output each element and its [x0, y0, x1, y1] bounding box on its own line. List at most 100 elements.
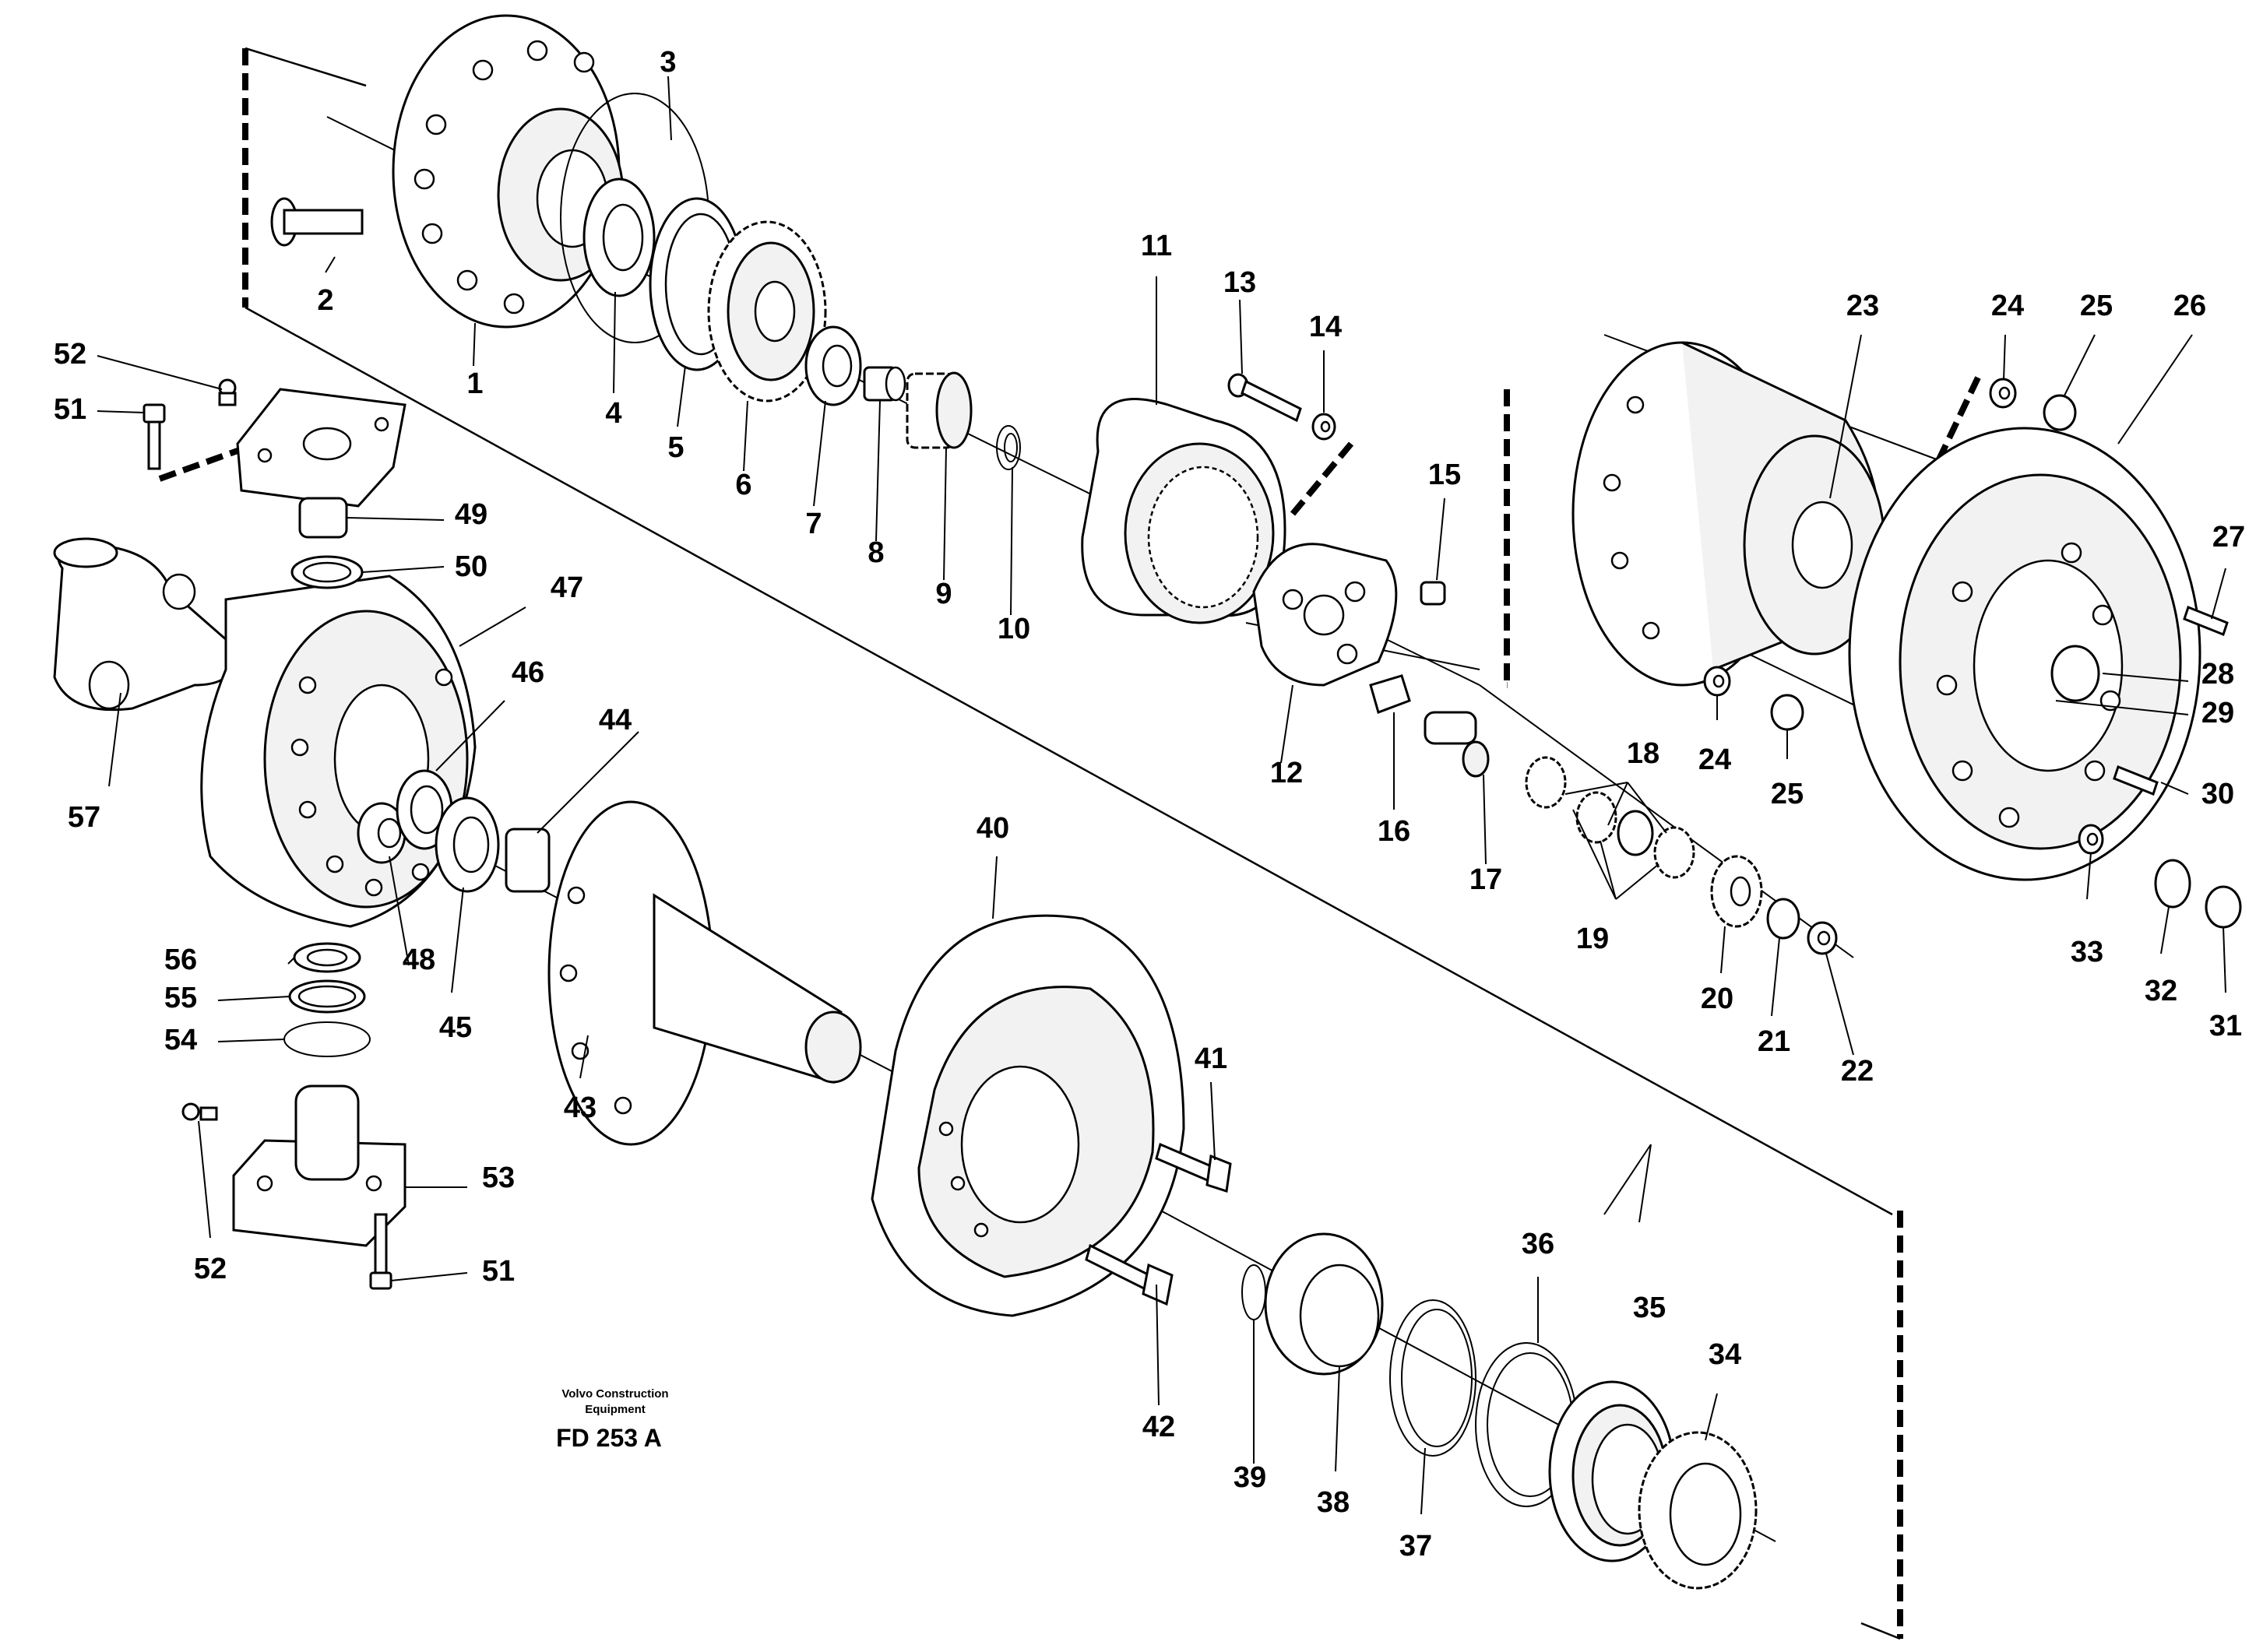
callout-56: 56 — [164, 944, 197, 976]
callout-17: 17 — [1469, 863, 1502, 896]
credit-line-2: Equipment — [585, 1403, 646, 1416]
callout-33: 33 — [2071, 936, 2103, 968]
callout-22: 22 — [1841, 1055, 1874, 1088]
part-34-bearing — [1638, 1431, 1758, 1590]
callout-39: 39 — [1234, 1461, 1266, 1494]
callout-23: 23 — [1846, 290, 1879, 322]
callout-labels: 1 2 3 4 5 6 7 8 9 10 11 12 13 14 15 16 1… — [54, 46, 2245, 1562]
callout-10: 10 — [998, 613, 1030, 645]
callout-45: 45 — [439, 1011, 472, 1044]
part-12-carrier — [1252, 543, 1398, 687]
callout-4: 4 — [605, 397, 621, 430]
callout-42: 42 — [1142, 1411, 1175, 1443]
callout-52b: 52 — [194, 1253, 227, 1285]
part-45-ring — [435, 796, 500, 893]
part-26-cover — [1848, 427, 2201, 881]
callout-6: 6 — [735, 469, 751, 501]
part-47-knuckle — [200, 575, 477, 928]
part-40-brake-plate — [871, 914, 1185, 1317]
part-15-pin — [1420, 581, 1446, 606]
part-43-spindle-hub — [547, 800, 862, 1146]
callout-24a: 24 — [1991, 290, 2024, 322]
part-50-seal — [290, 555, 364, 589]
callout-43: 43 — [564, 1091, 597, 1124]
part-11-ring-drum — [1081, 398, 1286, 624]
callout-38: 38 — [1317, 1486, 1350, 1519]
part-1-hub — [392, 14, 625, 329]
part-53-lower-bracket — [232, 1084, 406, 1247]
callout-48: 48 — [403, 944, 435, 976]
part-13-bolt — [1227, 373, 1302, 423]
part-51-bolt-lower — [369, 1213, 392, 1290]
part-20-gear — [1710, 855, 1763, 928]
callout-35: 35 — [1633, 1292, 1666, 1324]
callout-49: 49 — [455, 498, 487, 531]
callout-30: 30 — [2201, 778, 2234, 810]
callout-21: 21 — [1758, 1025, 1790, 1058]
drawing-code: FD 253 A — [556, 1424, 662, 1452]
callout-2: 2 — [317, 284, 333, 317]
callout-9: 9 — [935, 578, 952, 610]
part-23-housing — [1571, 341, 1886, 687]
callout-20: 20 — [1701, 982, 1733, 1015]
callout-36: 36 — [1522, 1228, 1554, 1260]
part-24-washer-lower — [1703, 666, 1731, 697]
part-38-ring — [1264, 1232, 1384, 1376]
callout-8: 8 — [868, 536, 884, 569]
callout-7: 7 — [805, 508, 822, 540]
part-30-screw — [2113, 765, 2159, 796]
callout-25b: 25 — [1771, 778, 1804, 810]
callout-16: 16 — [1378, 815, 1410, 848]
part-49-kingpin — [298, 497, 348, 539]
part-14-washer — [1311, 413, 1336, 441]
callout-18: 18 — [1627, 737, 1659, 770]
part-24-washer-upper — [1989, 378, 2017, 409]
part-27-screw — [2183, 606, 2229, 636]
part-42-bolt — [1085, 1243, 1174, 1306]
callout-13: 13 — [1223, 266, 1256, 299]
callout-1: 1 — [466, 367, 483, 400]
part-22-nut — [1807, 921, 1838, 955]
part-25-plug-upper — [2043, 394, 2077, 431]
callout-51a: 51 — [54, 393, 86, 426]
part-18-19-gears — [1525, 756, 1695, 879]
callout-3: 3 — [660, 46, 676, 79]
callout-32: 32 — [2145, 975, 2177, 1007]
part-21-plate — [1766, 898, 1800, 940]
part-28-plug — [2050, 645, 2100, 702]
credit-line-1: Volvo Construction — [561, 1387, 668, 1401]
part-6-gear — [707, 220, 827, 402]
part-52-grease-nipple-upper — [218, 378, 237, 406]
part-52-grease-nipple-lower — [181, 1102, 218, 1121]
callout-50: 50 — [455, 550, 487, 583]
part-10-circlip — [996, 425, 1021, 470]
callout-40: 40 — [977, 812, 1009, 845]
part-4-bearing — [582, 178, 656, 297]
part-39-o-ring — [1241, 1264, 1266, 1320]
part-37-snap-ring — [1389, 1299, 1476, 1457]
callout-5: 5 — [667, 431, 684, 464]
callout-19: 19 — [1576, 923, 1609, 955]
callout-31: 31 — [2209, 1010, 2242, 1042]
callout-12: 12 — [1270, 757, 1303, 789]
callout-15: 15 — [1428, 459, 1461, 491]
callout-28: 28 — [2201, 658, 2234, 691]
part-56-seal — [293, 942, 361, 973]
callout-41: 41 — [1195, 1042, 1227, 1075]
callout-47: 47 — [551, 571, 583, 604]
callout-25a: 25 — [2080, 290, 2113, 322]
callout-53: 53 — [482, 1162, 515, 1194]
callout-14: 14 — [1309, 311, 1342, 343]
callout-34: 34 — [1709, 1338, 1741, 1371]
part-32-bushing — [2154, 859, 2191, 909]
leader-lines — [97, 76, 2226, 1515]
part-48-bushing — [357, 802, 406, 864]
part-16-nut — [1369, 674, 1411, 714]
callout-57: 57 — [68, 801, 100, 834]
callout-29: 29 — [2201, 697, 2234, 729]
callout-26: 26 — [2173, 290, 2206, 322]
part-upper-bracket — [236, 388, 406, 508]
callout-46: 46 — [512, 656, 544, 689]
part-25-plug-lower — [1770, 694, 1804, 731]
